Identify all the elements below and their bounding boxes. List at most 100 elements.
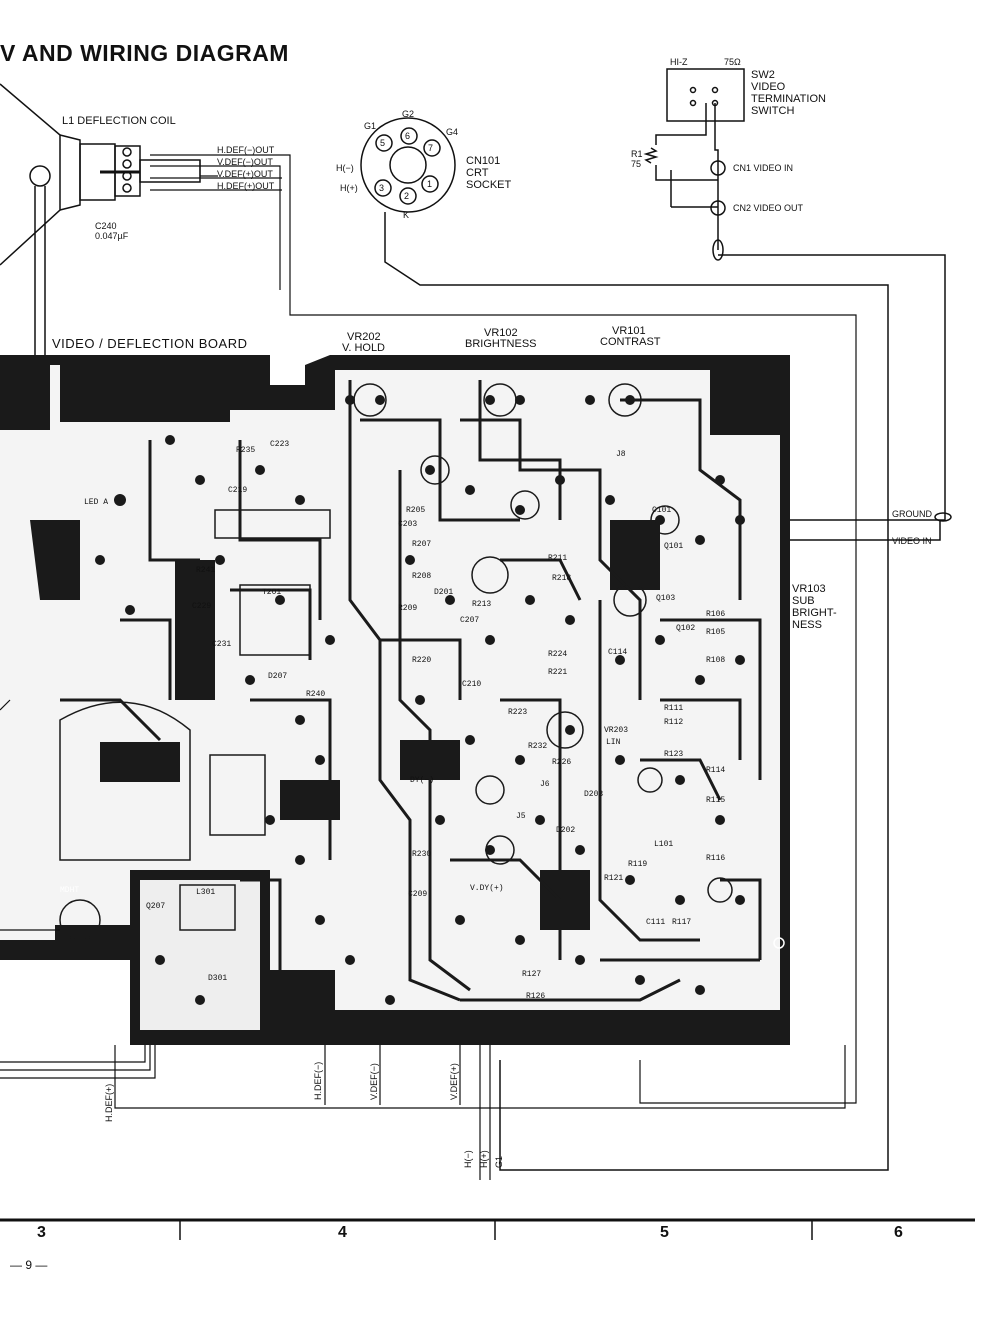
vr101-name: CONTRAST (600, 336, 661, 348)
pcb-ref: D301 (208, 974, 228, 983)
vr103-bright: BRIGHT- (792, 607, 837, 619)
pcb-pads (95, 395, 745, 1005)
pcb-ref: R111 (664, 704, 684, 713)
pcb-ref: R108 (706, 656, 726, 665)
pcb-ref: R205 (406, 506, 426, 515)
crt-socket-label-3: SOCKET (466, 179, 512, 191)
pcb-ref: C219 (228, 486, 248, 495)
column-number-3: 3 (37, 1224, 46, 1241)
crt-socket-label-2: CRT (466, 167, 489, 179)
cn1-video-in-label: CN1 VIDEO IN (733, 163, 794, 173)
pcb-ref: R230 (412, 850, 432, 859)
cap-c240-value: 0.047µF (95, 231, 129, 241)
vr103-label: VR103 (792, 583, 826, 595)
pcb-ref: R221 (548, 668, 568, 677)
pcb-ref: C229 (192, 602, 212, 611)
pcb-ref: D203 (584, 790, 604, 799)
crt-pin-g1: G1 (364, 121, 377, 131)
pcb-ref: C203 (398, 520, 418, 529)
vr102-label: VR102 (484, 327, 518, 339)
column-number-6: 6 (894, 1224, 903, 1241)
wire-label-g1: G1 (494, 1155, 504, 1168)
crt-pin-h-plus: H(+) (340, 183, 358, 193)
crt-pin-6: 6 (405, 131, 411, 141)
pcb-ref: R121 (604, 874, 624, 883)
vr103-sub: SUB (792, 595, 815, 607)
pcb-ref: R117 (672, 918, 692, 927)
wire-hdef-minus-out: H.DEF(−)OUT (217, 145, 275, 155)
page-title: V AND WIRING DIAGRAM (0, 40, 289, 66)
video-in-wire-label: VIDEO IN (892, 536, 932, 546)
pcb-ref: R127 (522, 970, 542, 979)
crt-pin-g4: G4 (446, 127, 459, 137)
crt-pin-7: 7 (428, 143, 434, 153)
switch-hiz-label: HI-Z (670, 57, 688, 67)
column-number-4: 4 (338, 1224, 347, 1241)
pcb-ref: C207 (460, 616, 480, 625)
wire-label-h-minus: H(−) (463, 1150, 473, 1168)
pcb-ref: C223 (270, 440, 290, 449)
pcb-ref: R207 (412, 540, 432, 549)
pcb-ref: R223 (508, 708, 528, 717)
pcb-ref: R116 (706, 854, 726, 863)
pcb-ref: Q207 (146, 902, 166, 911)
pcb-ref: VR203 (604, 726, 629, 735)
pcb-ref: LIN (606, 738, 621, 747)
pcb-ref: DY(−) (410, 776, 435, 785)
pcb-ref: R213 (472, 600, 492, 609)
r1-label: R1 (631, 149, 643, 159)
crt-socket-label-1: CN101 (466, 155, 501, 167)
vr202-name: V. HOLD (342, 342, 386, 354)
pcb-ref: R232 (528, 742, 548, 751)
wire-label-hdef-minus: H.DEF(−) (313, 1061, 323, 1100)
pcb-ref: R114 (706, 766, 726, 775)
crt-outline (0, 83, 201, 266)
wire-vdef-minus-out: V.DEF(−)OUT (217, 157, 273, 167)
column-number-5: 5 (660, 1224, 669, 1241)
vr101-label: VR101 (612, 325, 646, 337)
pcb-ref: R218 (552, 574, 572, 583)
pcb-ref: Q101 (664, 542, 684, 551)
anode-lead (29, 165, 51, 360)
pcb-ref: R106 (706, 610, 726, 619)
pcb-ref: R220 (412, 656, 432, 665)
crt-socket (360, 117, 889, 1171)
deflection-coil-label: L1 DEFLECTION COIL (62, 115, 176, 127)
pcb-components (59, 383, 733, 941)
page-number: — 9 — (10, 1258, 48, 1272)
vr103-ness: NESS (792, 619, 822, 631)
pcb-ref: R208 (412, 572, 432, 581)
mounting-hole (773, 937, 785, 949)
pcb-ref: C209 (408, 890, 428, 899)
pcb-ref: R112 (664, 718, 684, 727)
pcb-ref: C210 (462, 680, 482, 689)
column-ruler (0, 1218, 975, 1240)
pcb-ref: MDHT (60, 886, 80, 895)
pcb-ref: R226 (552, 758, 572, 767)
crt-pin-3: 3 (379, 183, 385, 193)
pcb-ref: R115 (706, 796, 726, 805)
ground-wire-label: GROUND (892, 509, 932, 519)
sw2-label-termination: TERMINATION (751, 93, 826, 105)
pcb-ref: L101 (654, 840, 674, 849)
switch-75ohm-label: 75Ω (724, 57, 741, 67)
board-label: VIDEO / DEFLECTION BOARD (52, 336, 248, 351)
wire-hdef-plus-out: H.DEF(+)OUT (217, 181, 275, 191)
pcb-ref: C114 (608, 648, 628, 657)
pcb-ref: R211 (548, 554, 568, 563)
pcb-ref: D207 (268, 672, 288, 681)
pcb-ref: D202 (556, 826, 576, 835)
pcb-ref: R241 (196, 566, 216, 575)
crt-pin-k: K (403, 210, 410, 220)
sw2-label-video: VIDEO (751, 81, 786, 93)
pcb-ref: R209 (398, 604, 418, 613)
pcb-ref: R126 (526, 992, 546, 1001)
pcb-ref: L301 (196, 888, 216, 897)
crt-pin-1: 1 (427, 179, 433, 189)
deflection-wires (150, 154, 857, 1104)
wire-label-vdef-plus: V.DEF(+) (449, 1063, 459, 1100)
crt-pin-5: 5 (380, 138, 386, 148)
pcb-ref: R123 (664, 750, 684, 759)
wire-label-vdef-minus: V.DEF(−) (369, 1063, 379, 1100)
